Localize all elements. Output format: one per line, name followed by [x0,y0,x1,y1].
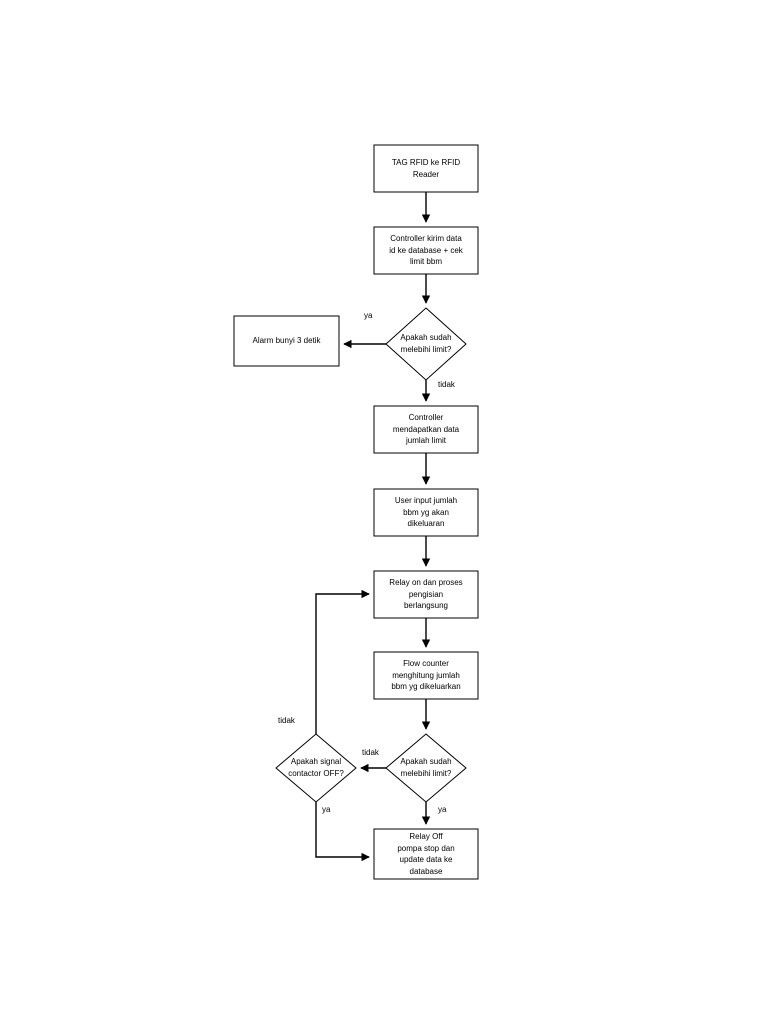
edge-label-n10-yes: ya [322,805,331,814]
edge-label-n3-no: tidak [438,380,455,389]
node-user-input-jumlah-box [373,488,479,537]
node-tag-rfid-box [373,144,479,193]
edge-label-n10-no: tidak [278,716,295,725]
node-decision-melebihi-limit-2-label: Apakah sudah melebihi limit? [400,757,452,778]
edge-n10-yes-to-relay-off [315,802,370,862]
node-decision-contactor-off-label: Apakah signal contactor OFF? [288,757,344,778]
node-relay-off-box [373,828,479,880]
edge-label-n9-no: tidak [362,748,379,757]
node-controller-mendapatkan-data-box [373,405,479,454]
edge-n10-no-loop-to-relay-on [315,589,370,734]
edge-label-n3-yes: ya [364,311,373,320]
node-flow-counter-box [373,651,479,700]
node-controller-kirim-data-box [373,226,479,275]
node-alarm-bunyi-box [233,315,340,367]
edge-label-n9-yes: ya [438,805,447,814]
node-decision-melebihi-limit-1-label: Apakah sudah melebihi limit? [400,333,452,354]
node-relay-on-box [373,570,479,619]
